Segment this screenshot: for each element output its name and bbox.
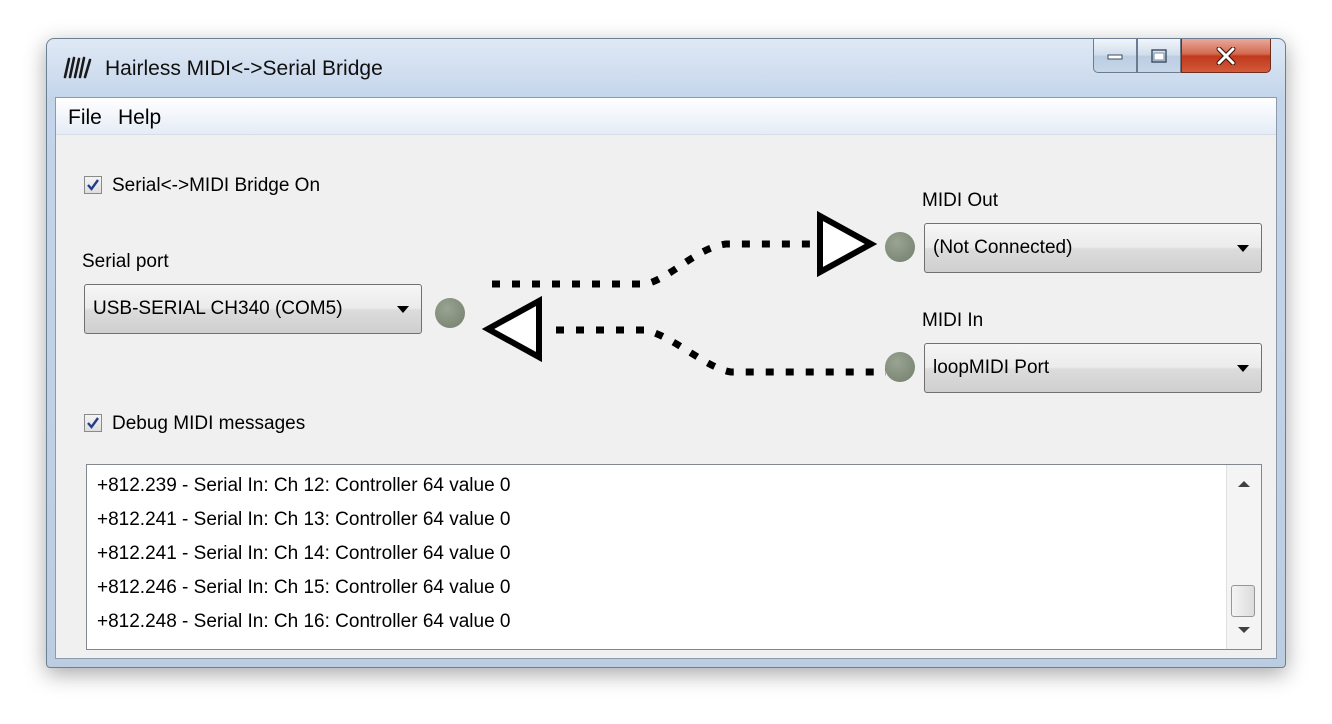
checkmark-icon: [87, 179, 99, 191]
chevron-down-icon: [1237, 365, 1249, 372]
maximize-button[interactable]: [1137, 39, 1181, 73]
minimize-icon: [1107, 54, 1123, 59]
minimize-button[interactable]: [1093, 39, 1137, 73]
arrow-right-outline-icon: [817, 210, 878, 278]
log-line: +812.241 - Serial In: Ch 14: Controller …: [97, 543, 511, 564]
scroll-thumb[interactable]: [1231, 585, 1255, 617]
debug-messages-checkbox[interactable]: [84, 414, 102, 432]
log-line: +812.248 - Serial In: Ch 16: Controller …: [97, 611, 511, 632]
arrow-left-outline-icon: [481, 295, 542, 363]
bridge-on-label: Serial<->MIDI Bridge On: [112, 175, 321, 196]
hairless-logo-icon: [63, 56, 92, 79]
midi-in-value: loopMIDI Port: [933, 357, 1050, 378]
checkmark-icon: [87, 417, 99, 429]
maximize-icon: [1151, 48, 1167, 63]
title-bar[interactable]: Hairless MIDI<->Serial Bridge: [47, 39, 1285, 97]
log-line: +812.246 - Serial In: Ch 15: Controller …: [97, 577, 511, 598]
close-icon: [1216, 46, 1236, 65]
debug-log[interactable]: +812.239 - Serial In: Ch 12: Controller …: [86, 464, 1262, 650]
log-line: +812.239 - Serial In: Ch 12: Controller …: [97, 475, 511, 496]
scroll-up-icon[interactable]: [1238, 481, 1250, 487]
midi-out-value: (Not Connected): [933, 237, 1073, 258]
midi-in-label: MIDI In: [922, 310, 984, 331]
bridge-on-checkbox[interactable]: [84, 176, 102, 194]
client-area: File Help Serial<->MIDI Bridge On Serial…: [55, 97, 1277, 659]
window-controls: [1093, 39, 1271, 75]
midi-out-label: MIDI Out: [922, 190, 999, 211]
scroll-down-icon[interactable]: [1238, 627, 1250, 633]
chevron-down-icon: [397, 306, 409, 313]
menu-help[interactable]: Help: [118, 106, 162, 129]
serial-status-led-icon: [435, 298, 465, 328]
debug-messages-label: Debug MIDI messages: [112, 413, 306, 434]
window-title: Hairless MIDI<->Serial Bridge: [105, 57, 383, 80]
serial-port-value: USB-SERIAL CH340 (COM5): [93, 298, 343, 319]
flow-in-dotted-line: [556, 326, 886, 376]
serial-port-select[interactable]: USB-SERIAL CH340 (COM5): [84, 284, 422, 334]
flow-out-dotted-line: [492, 240, 816, 288]
chevron-down-icon: [1237, 245, 1249, 252]
log-line: +812.241 - Serial In: Ch 13: Controller …: [97, 509, 511, 530]
signal-flow-diagram: [481, 210, 886, 376]
serial-port-label: Serial port: [82, 251, 169, 272]
menu-file[interactable]: File: [68, 106, 102, 129]
log-scrollbar[interactable]: [1226, 465, 1261, 649]
menu-bar: File Help: [56, 98, 1276, 135]
midi-in-status-led-icon: [885, 352, 915, 382]
midi-out-select[interactable]: (Not Connected): [924, 223, 1262, 273]
midi-in-select[interactable]: loopMIDI Port: [924, 343, 1262, 393]
app-window: Hairless MIDI<->Serial Bridge: [46, 38, 1286, 668]
midi-out-status-led-icon: [885, 232, 915, 262]
close-button[interactable]: [1181, 39, 1271, 73]
